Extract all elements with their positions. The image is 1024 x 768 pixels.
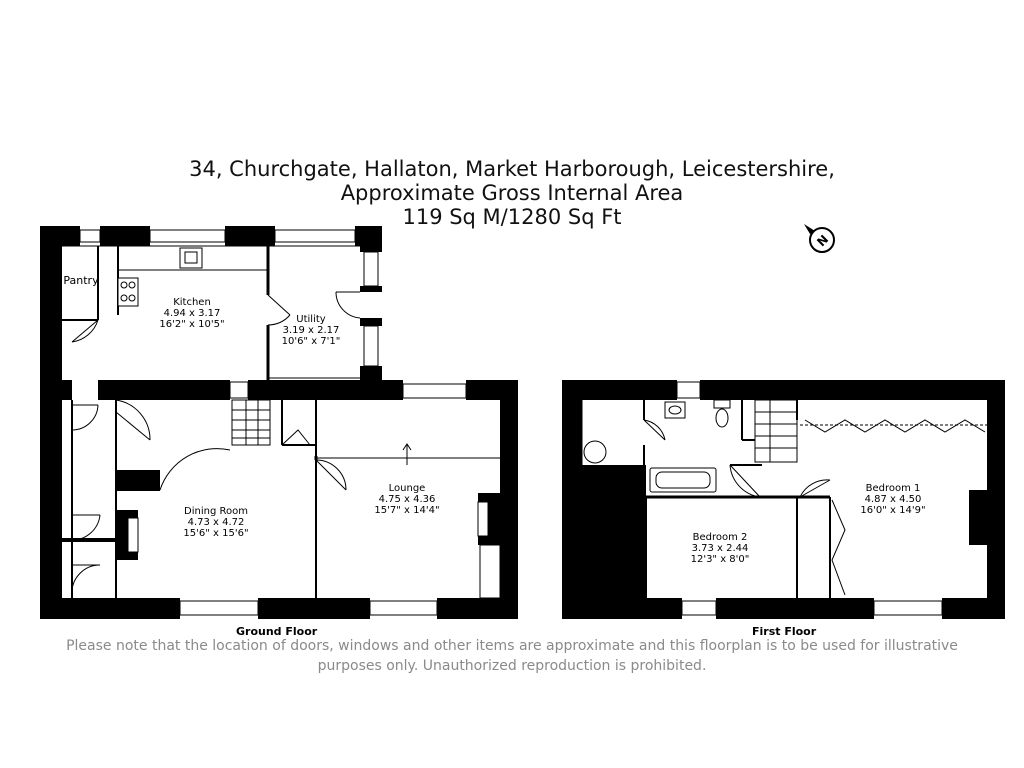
room-metric-lounge: 4.75 x 4.36: [379, 494, 436, 505]
disclaimer-line1: Please note that the location of doors, …: [66, 638, 958, 654]
room-imperial-kitchen: 16'2" x 10'5": [159, 319, 224, 330]
address-title: 34, Churchgate, Hallaton, Market Harboro…: [189, 157, 835, 181]
room-name-pantry: Pantry: [63, 274, 99, 287]
area-heading: Approximate Gross Internal Area: [340, 181, 684, 205]
room-name-lounge: Lounge: [389, 483, 426, 494]
room-imperial-bedroom1: 16'0" x 14'9": [860, 505, 925, 516]
room-name-kitchen: Kitchen: [173, 297, 211, 308]
room-name-bedroom2: Bedroom 2: [693, 532, 748, 543]
area-total: 119 Sq M/1280 Sq Ft: [402, 205, 622, 229]
ground-floor-label: Ground Floor: [236, 625, 318, 638]
disclaimer: Please note that the location of doors, …: [0, 636, 1024, 676]
room-name-dining: Dining Room: [184, 506, 248, 517]
first-floor-plan: Bedroom 2 3.73 x 2.44 12'3" x 8'0" Bedro…: [562, 380, 1005, 619]
room-metric-bedroom2: 3.73 x 2.44: [692, 543, 749, 554]
room-metric-utility: 3.19 x 2.17: [283, 325, 340, 336]
room-metric-bedroom1: 4.87 x 4.50: [865, 494, 922, 505]
compass-icon: N: [804, 224, 835, 253]
room-imperial-dining: 15'6" x 15'6": [183, 528, 248, 539]
room-metric-kitchen: 4.94 x 3.17: [164, 308, 221, 319]
disclaimer-line2: purposes only. Unauthorized reproduction…: [317, 658, 707, 674]
room-name-bedroom1: Bedroom 1: [866, 483, 921, 494]
ground-floor-plan: Pantry Kitchen 4.94 x 3.17 16'2" x 10'5"…: [40, 226, 518, 619]
room-metric-dining: 4.73 x 4.72: [188, 517, 245, 528]
room-name-utility: Utility: [296, 314, 325, 325]
first-floor-label: First Floor: [752, 625, 817, 638]
room-imperial-lounge: 15'7" x 14'4": [374, 505, 439, 516]
room-imperial-utility: 10'6" x 7'1": [282, 336, 341, 347]
room-imperial-bedroom2: 12'3" x 8'0": [691, 554, 750, 565]
